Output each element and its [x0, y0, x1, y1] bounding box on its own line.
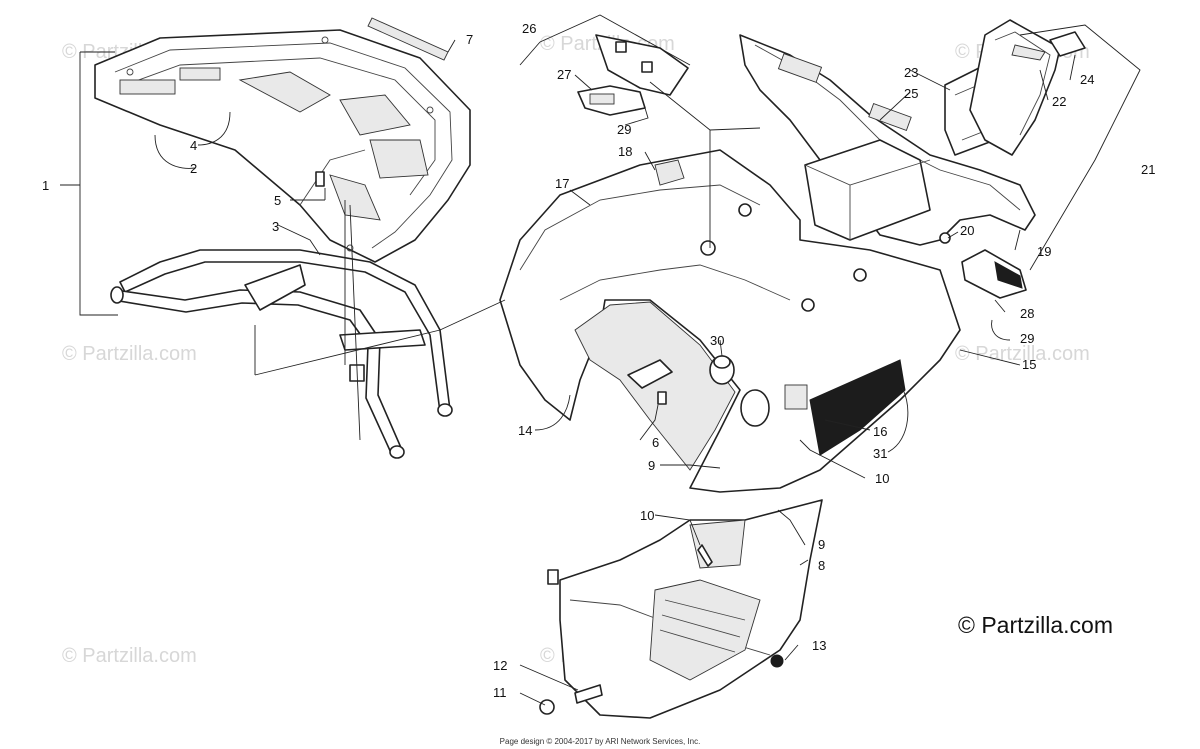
watermark: © Partzilla.com [62, 343, 197, 365]
callout-19: 19 [1037, 244, 1051, 259]
clip-10 [697, 544, 713, 567]
rear-rack [94, 29, 471, 263]
callout-23: 23 [904, 65, 918, 80]
rack-frame [110, 249, 453, 459]
bolt-5 [315, 171, 325, 187]
callout-5: 5 [274, 193, 281, 208]
callout-29: 29 [617, 122, 631, 137]
callout-14: 14 [518, 423, 532, 438]
callout-13: 13 [812, 638, 826, 653]
reflector-28 [961, 249, 1027, 299]
grommet-13 [770, 654, 784, 668]
callout-21: 21 [1141, 162, 1155, 177]
watermark: © Partzilla.com [62, 645, 197, 667]
callout-11: 11 [493, 685, 507, 700]
callout-3: 3 [272, 219, 279, 234]
callout-4: 4 [190, 138, 197, 153]
callout-7: 7 [466, 32, 473, 47]
callout-31: 31 [873, 446, 887, 461]
callout-28: 28 [1020, 306, 1034, 321]
lower-panel [547, 499, 823, 719]
rivet-11 [539, 699, 555, 715]
callout-2: 2 [190, 161, 197, 176]
callout-17: 17 [555, 176, 569, 191]
brand-watermark: © Partzilla.com [958, 612, 1113, 638]
callout-24: 24 [1080, 72, 1094, 87]
callout-1: 1 [42, 178, 49, 193]
callout-20: 20 [960, 223, 974, 238]
callout-30: 30 [710, 333, 724, 348]
storage-box-assembly [739, 19, 1086, 246]
callout-9: 9 [818, 537, 825, 552]
callout-25: 25 [904, 86, 918, 101]
watermark: © Partzilla.com [955, 343, 1090, 365]
callout-10: 10 [875, 471, 889, 486]
bracket-6 [627, 359, 673, 405]
callout-29: 29 [1020, 331, 1034, 346]
callout-10: 10 [640, 508, 654, 523]
callout-12: 12 [493, 658, 507, 673]
callout-18: 18 [618, 144, 632, 159]
callout-15: 15 [1022, 357, 1036, 372]
page-footer: Page design © 2004-2017 by ARI Network S… [499, 737, 701, 746]
callout-22: 22 [1052, 94, 1066, 109]
decal-7 [367, 17, 449, 61]
callout-8: 8 [818, 558, 825, 573]
bracket-12 [574, 684, 603, 704]
leader-lines [60, 14, 1141, 706]
callout-16: 16 [873, 424, 887, 439]
callout-9: 9 [648, 458, 655, 473]
rear-fender [499, 149, 961, 493]
callout-6: 6 [652, 435, 659, 450]
callout-26: 26 [522, 21, 536, 36]
callout-27: 27 [557, 67, 571, 82]
plug-30 [709, 355, 735, 385]
callouts: 1 2 3 4 5 6 7 8 9 9 10 10 11 12 13 14 15… [42, 21, 1155, 700]
